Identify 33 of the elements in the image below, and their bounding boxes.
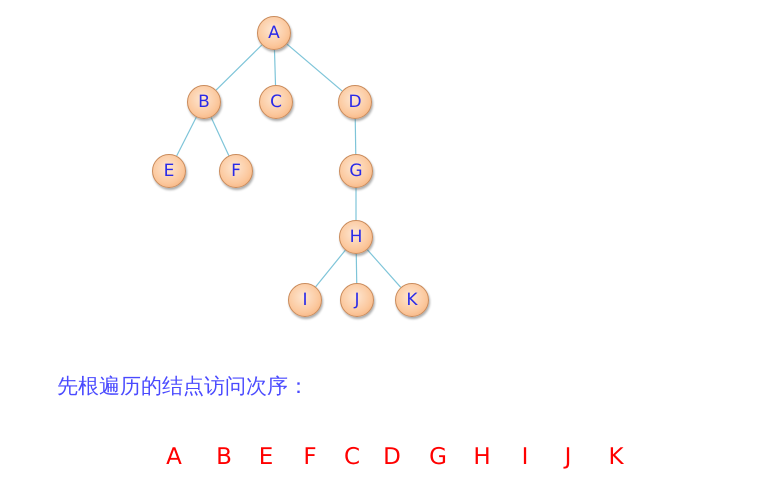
connector-line <box>286 44 342 92</box>
tree-node-circle: F <box>219 154 253 188</box>
tree-node-circle: E <box>152 154 186 188</box>
tree-node-circle: C <box>259 85 293 119</box>
tree-node-circle: I <box>288 283 322 317</box>
connector-line <box>366 249 402 288</box>
connector-line <box>274 50 276 86</box>
tree-node-circle: G <box>339 154 373 188</box>
tree-node-circle: A <box>257 16 291 50</box>
connector-line <box>210 117 230 156</box>
tree-node-circle: J <box>340 283 374 317</box>
connector-line <box>356 254 358 284</box>
connector-line <box>315 250 346 288</box>
tree-node-circle: K <box>395 283 429 317</box>
heading-text: 先根遍历的结点访问次序： <box>57 373 309 400</box>
sequence-letter: E <box>258 444 274 470</box>
sequence-letter: H <box>473 444 491 470</box>
sequence-letter: D <box>383 444 401 470</box>
sequence-letter: A <box>166 444 182 470</box>
connector-line <box>354 119 356 154</box>
sequence-letter: I <box>522 444 528 470</box>
connector-line <box>176 116 197 156</box>
connector-line <box>355 188 357 220</box>
sequence-letter: F <box>303 444 317 470</box>
sequence-letter: C <box>344 444 360 470</box>
sequence-letter: J <box>564 444 572 470</box>
tree-node-circle: H <box>339 220 373 254</box>
sequence-letter: G <box>429 444 447 470</box>
tree-node-circle: D <box>338 85 372 119</box>
connector-line <box>216 44 262 90</box>
tree-node-circle: B <box>187 85 221 119</box>
sequence-letter: B <box>216 444 232 470</box>
sequence-letter: K <box>608 444 624 470</box>
